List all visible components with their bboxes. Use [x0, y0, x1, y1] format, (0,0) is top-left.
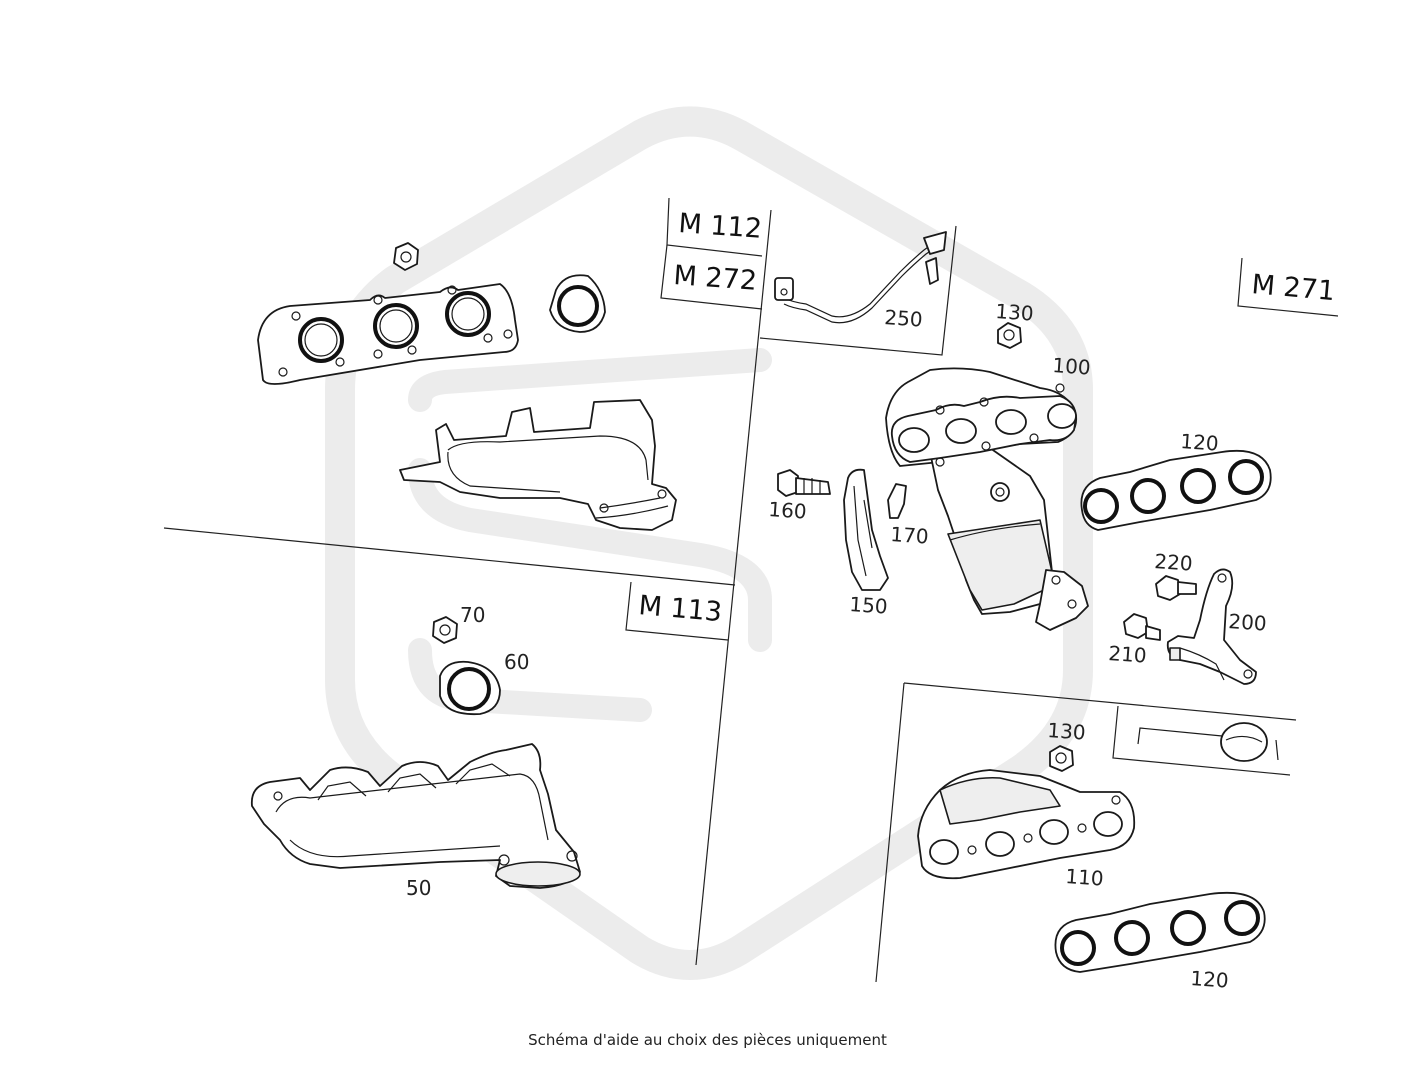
part-number-220: 220 [1154, 549, 1194, 576]
engine-box-m271: M 271 [1237, 257, 1339, 317]
diagram-disclaimer: Schéma d'aide au choix des pièces unique… [528, 1031, 887, 1049]
engine-box-m272: M 272 [660, 244, 763, 310]
part-number-110: 110 [1065, 864, 1105, 891]
manifold-gasket-120 [1080, 449, 1272, 531]
nut-part [432, 616, 458, 644]
oxygen-sensor [774, 231, 947, 324]
part-number-160: 160 [768, 497, 808, 524]
bolt-part [1123, 613, 1161, 641]
exhaust-manifold-m112 [399, 399, 677, 531]
flange-gasket [439, 660, 501, 716]
manifold-gasket-120 [1054, 891, 1266, 973]
part-number-60: 60 [504, 650, 529, 674]
nut-part [1049, 745, 1074, 772]
part-number-120-upper: 120 [1180, 429, 1220, 456]
flange-gasket [549, 274, 606, 333]
catalytic-manifold-100 [885, 367, 1089, 631]
part-number-120-lower: 120 [1190, 966, 1230, 993]
engine-label-m272: M 272 [673, 260, 758, 297]
part-number-210: 210 [1108, 641, 1148, 668]
part-number-100: 100 [1052, 353, 1092, 380]
part-numbers: 50 60 70 100 110 120 120 130 130 150 160… [406, 299, 1267, 993]
part-number-130-upper: 130 [995, 299, 1035, 326]
part-number-130-lower: 130 [1047, 718, 1087, 745]
part-number-170: 170 [890, 522, 930, 549]
part-number-250: 250 [884, 305, 924, 332]
engine-label-m271: M 271 [1250, 269, 1336, 307]
part-number-200: 200 [1228, 609, 1268, 636]
part-number-50: 50 [406, 876, 431, 900]
part-number-70: 70 [460, 603, 485, 627]
reference-sketch [1137, 722, 1279, 762]
nut-part [393, 242, 419, 271]
catalytic-manifold-110 [917, 769, 1136, 880]
engine-label-m113: M 113 [637, 590, 723, 628]
heat-shield [843, 468, 889, 591]
engine-label-m112: M 112 [678, 208, 763, 245]
bolt-part [1155, 575, 1197, 601]
nut-part [997, 322, 1022, 349]
clip-part [887, 483, 907, 519]
part-number-150: 150 [849, 592, 889, 619]
bracket-part [1166, 568, 1257, 685]
engine-box-m113: M 113 [625, 581, 729, 641]
manifold-gasket-plate [257, 283, 519, 385]
bolt-part [777, 469, 831, 497]
section-dividers [163, 209, 1297, 983]
exhaust-manifold-m113 [250, 743, 581, 889]
engine-box-m112: M 112 [666, 197, 763, 257]
